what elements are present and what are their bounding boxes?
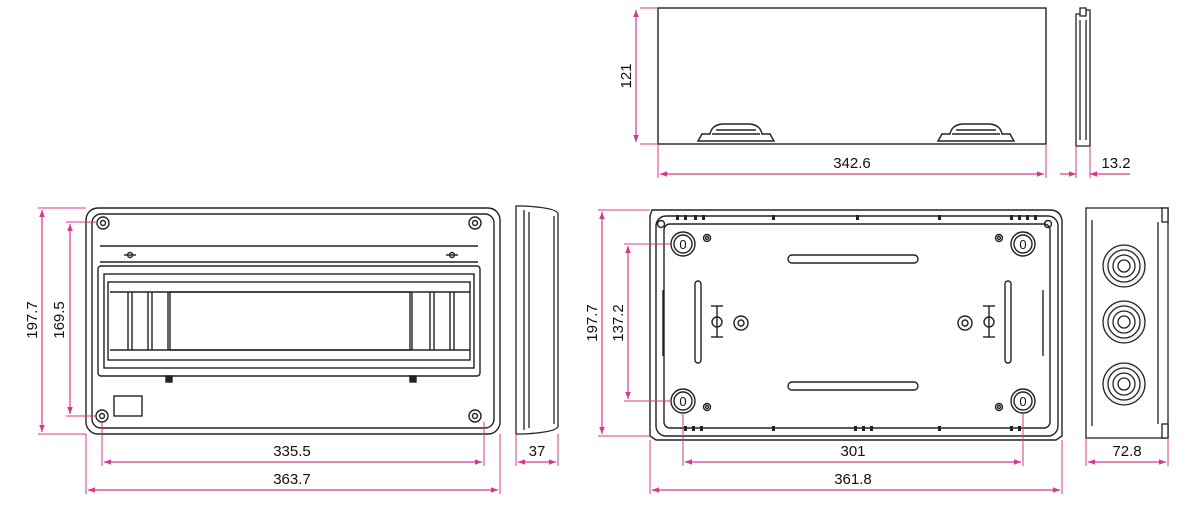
dim-label-lid-width: 342.6 — [833, 155, 871, 172]
label-slot — [113, 395, 143, 417]
screw-top-right — [468, 216, 482, 230]
enclosure-back-view: 0 0 0 0 — [649, 209, 1063, 441]
dimension-front-outer-width: 363.7 — [85, 434, 501, 494]
back-edge-ribs — [662, 290, 1044, 356]
dim-label-front-outer-height: 197.7 — [24, 301, 41, 339]
dimension-lid-height: 121 — [618, 7, 658, 145]
svg-text:0: 0 — [679, 237, 686, 252]
dim-label-back-inner-width: 301 — [840, 443, 865, 460]
enclosure-side-view — [515, 205, 559, 435]
dim-label-back-outer-width: 361.8 — [834, 471, 872, 488]
dimension-back-outer-width: 361.8 — [649, 440, 1063, 494]
dimension-lid-depth: 13.2 — [1060, 146, 1131, 178]
dimension-side-depth: 37 — [515, 434, 559, 466]
back-slot-left — [694, 280, 702, 364]
right-breaker-blanks — [411, 292, 455, 350]
dimension-front-inner-height: 169.5 — [51, 221, 96, 417]
knockout-top-left: 0 — [670, 231, 696, 257]
dim-label-front-inner-height: 169.5 — [51, 301, 68, 339]
back-slot-right — [1004, 280, 1012, 364]
back-slot-bottom — [787, 381, 919, 391]
left-breaker-blanks — [127, 292, 169, 350]
knockout-bottom-right: 0 — [1010, 388, 1036, 414]
knockout-top-right: 0 — [1010, 231, 1036, 257]
back-bottom-slots — [684, 426, 1021, 431]
dim-label-side-depth: 37 — [529, 443, 546, 460]
dim-label-lid-depth: 13.2 — [1101, 155, 1130, 172]
dim-label-lid-height: 121 — [618, 63, 635, 88]
svg-text:0: 0 — [679, 394, 686, 409]
dimension-right-side-depth: 72.8 — [1085, 438, 1169, 466]
mount-right — [957, 305, 995, 338]
cable-entry-middle — [1102, 300, 1146, 344]
cable-entry-bottom — [1102, 362, 1146, 406]
enclosure-front-view — [85, 207, 501, 435]
lid-front-view — [657, 7, 1047, 145]
dimension-back-inner-width: 301 — [682, 414, 1024, 466]
dim-label-back-inner-height: 137.2 — [610, 304, 627, 342]
knockout-bottom-left: 0 — [670, 388, 696, 414]
breaker-window — [169, 291, 411, 351]
dim-label-back-outer-height: 197.7 — [584, 304, 601, 342]
dimension-back-inner-height: 137.2 — [610, 243, 672, 402]
back-slot-top — [787, 254, 919, 264]
back-outer-frame — [649, 209, 1063, 441]
cable-entry-top — [1102, 244, 1146, 288]
enclosure-right-side-view — [1085, 207, 1169, 439]
svg-text:0: 0 — [1019, 394, 1026, 409]
lid-front-outline — [657, 7, 1047, 145]
lid-clip-right — [936, 123, 1016, 142]
lid-clip-left — [696, 123, 776, 142]
screw-bottom-right — [468, 409, 482, 423]
back-top-slots — [676, 215, 1037, 220]
mount-left — [711, 305, 749, 338]
dimension-front-outer-height: 197.7 — [24, 207, 86, 435]
dim-label-right-side-depth: 72.8 — [1112, 443, 1141, 460]
lid-side-view — [1075, 7, 1091, 147]
dimension-lid-width: 342.6 — [657, 144, 1047, 178]
dimension-back-outer-height: 197.7 — [584, 209, 650, 437]
dimension-front-inner-width: 335.5 — [101, 422, 485, 466]
din-clip-markers — [124, 251, 458, 259]
screw-top-left — [96, 216, 110, 230]
breaker-window-frame — [97, 265, 481, 377]
dim-label-front-inner-width: 335.5 — [273, 443, 311, 460]
dim-label-front-outer-width: 363.7 — [273, 471, 311, 488]
svg-text:0: 0 — [1019, 237, 1026, 252]
